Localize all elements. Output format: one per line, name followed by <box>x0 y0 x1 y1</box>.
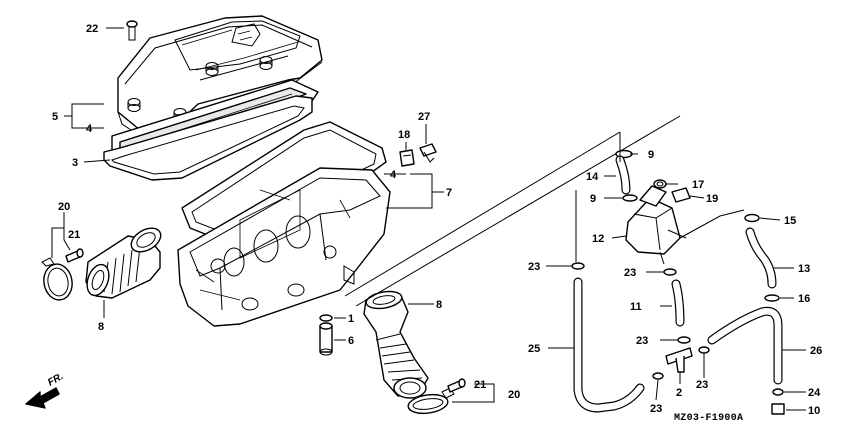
label-17: 17 <box>692 179 704 191</box>
label-18: 18 <box>398 129 410 141</box>
clip-19 <box>671 187 691 203</box>
collar-6 <box>319 322 333 356</box>
clip-1 <box>319 314 333 322</box>
right-intake-duct <box>363 290 429 399</box>
label-21-right: 21 <box>474 379 486 391</box>
bolt-21-left <box>65 248 84 263</box>
label-24: 24 <box>808 387 821 399</box>
bolt-22 <box>126 20 138 41</box>
breather-separator <box>625 185 687 265</box>
hose-13 <box>745 227 777 289</box>
label-16: 16 <box>798 293 810 305</box>
plug-24 <box>772 388 784 396</box>
label-5: 5 <box>52 111 58 123</box>
left-intake-duct <box>85 227 162 299</box>
diagram-code: MZ03-F1900A <box>674 413 743 424</box>
label-2: 2 <box>676 387 682 399</box>
right-hose-clamp <box>407 387 455 415</box>
air-cleaner-case <box>177 167 391 327</box>
label-15: 15 <box>784 215 796 227</box>
bolt-27 <box>419 143 437 163</box>
label-8-right: 8 <box>436 299 442 311</box>
label-9-lower: 9 <box>590 193 596 205</box>
label-23-c: 23 <box>636 335 648 347</box>
front-label: FR. <box>46 371 65 389</box>
label-19: 19 <box>706 193 718 205</box>
cap-10 <box>771 403 785 415</box>
label-8-left: 8 <box>98 321 104 333</box>
drain-hose-26 <box>707 306 783 385</box>
bolt-21-right <box>447 378 466 393</box>
label-20-right: 20 <box>508 389 520 401</box>
label-11: 11 <box>630 301 642 313</box>
label-23-a: 23 <box>528 261 540 273</box>
three-way-joint <box>665 347 693 373</box>
label-9-upper: 9 <box>648 149 654 161</box>
breather-group-outline <box>344 115 681 307</box>
label-4-case: 4 <box>390 169 397 181</box>
label-22: 22 <box>86 23 98 35</box>
label-20-left: 20 <box>58 201 70 213</box>
clip-23-group <box>571 262 710 380</box>
clip-9-lower <box>622 194 638 202</box>
label-23-e: 23 <box>650 403 662 415</box>
clip-16 <box>764 294 780 302</box>
drain-hose-25 <box>573 277 645 413</box>
label-21-left: 21 <box>68 229 80 241</box>
clip-15 <box>744 213 760 223</box>
hose-11 <box>671 279 685 327</box>
label-1: 1 <box>348 313 354 325</box>
label-12: 12 <box>592 233 604 245</box>
label-26: 26 <box>810 345 822 357</box>
label-23-b: 23 <box>624 267 636 279</box>
leader-lines <box>51 27 806 411</box>
left-hose-clamp <box>41 251 81 301</box>
hose-14 <box>615 155 631 195</box>
label-7: 7 <box>446 187 452 199</box>
label-27: 27 <box>418 111 430 123</box>
label-6: 6 <box>348 335 354 347</box>
front-direction-arrow: FR. <box>25 371 65 409</box>
label-10: 10 <box>808 405 820 417</box>
label-25: 25 <box>528 343 540 355</box>
breather-guide-lines <box>575 132 745 262</box>
element-gasket <box>103 95 313 181</box>
part-labels: 22 5 4 3 20 21 8 18 27 4 7 1 6 8 21 20 9… <box>52 23 822 417</box>
label-4-cover: 4 <box>86 123 93 135</box>
clip-18 <box>399 149 415 167</box>
label-14: 14 <box>586 171 599 183</box>
label-3: 3 <box>72 157 78 169</box>
grommet-17 <box>653 179 667 189</box>
label-23-d: 23 <box>696 379 708 391</box>
label-13: 13 <box>798 263 810 275</box>
